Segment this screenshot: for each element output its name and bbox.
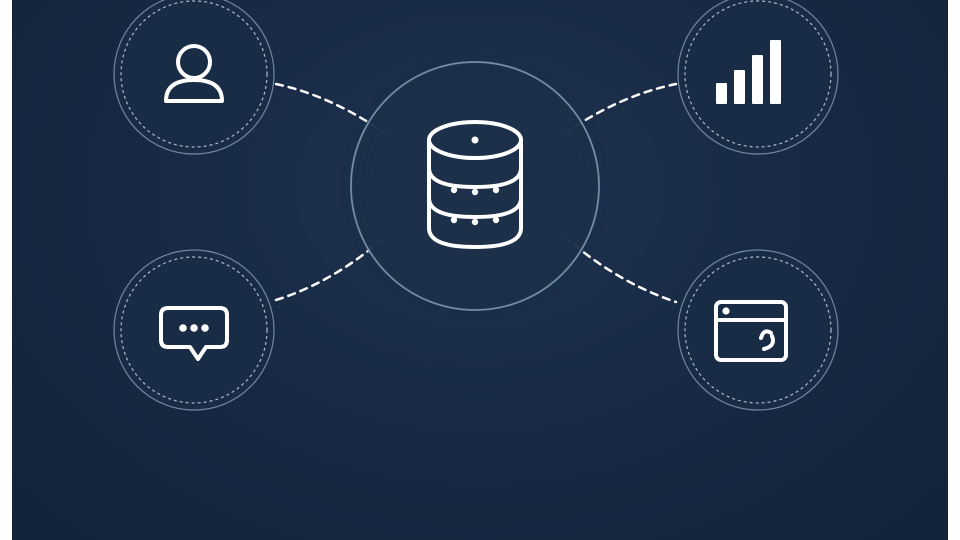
web-node	[677, 249, 839, 411]
hub-node	[342, 53, 608, 319]
chart-node	[677, 0, 839, 155]
chat-bubble-icon	[159, 306, 229, 361]
database-icon	[427, 120, 523, 249]
diagram-canvas	[113, 0, 839, 411]
user-node	[113, 0, 275, 155]
diagram-frame: database-icon user-icon bar-chart-icon c…	[12, 0, 948, 540]
browser-window-icon	[714, 300, 788, 362]
user-icon	[164, 44, 224, 103]
bar-chart-icon	[716, 40, 781, 104]
chat-node	[113, 249, 275, 411]
connector-chat	[274, 234, 388, 302]
